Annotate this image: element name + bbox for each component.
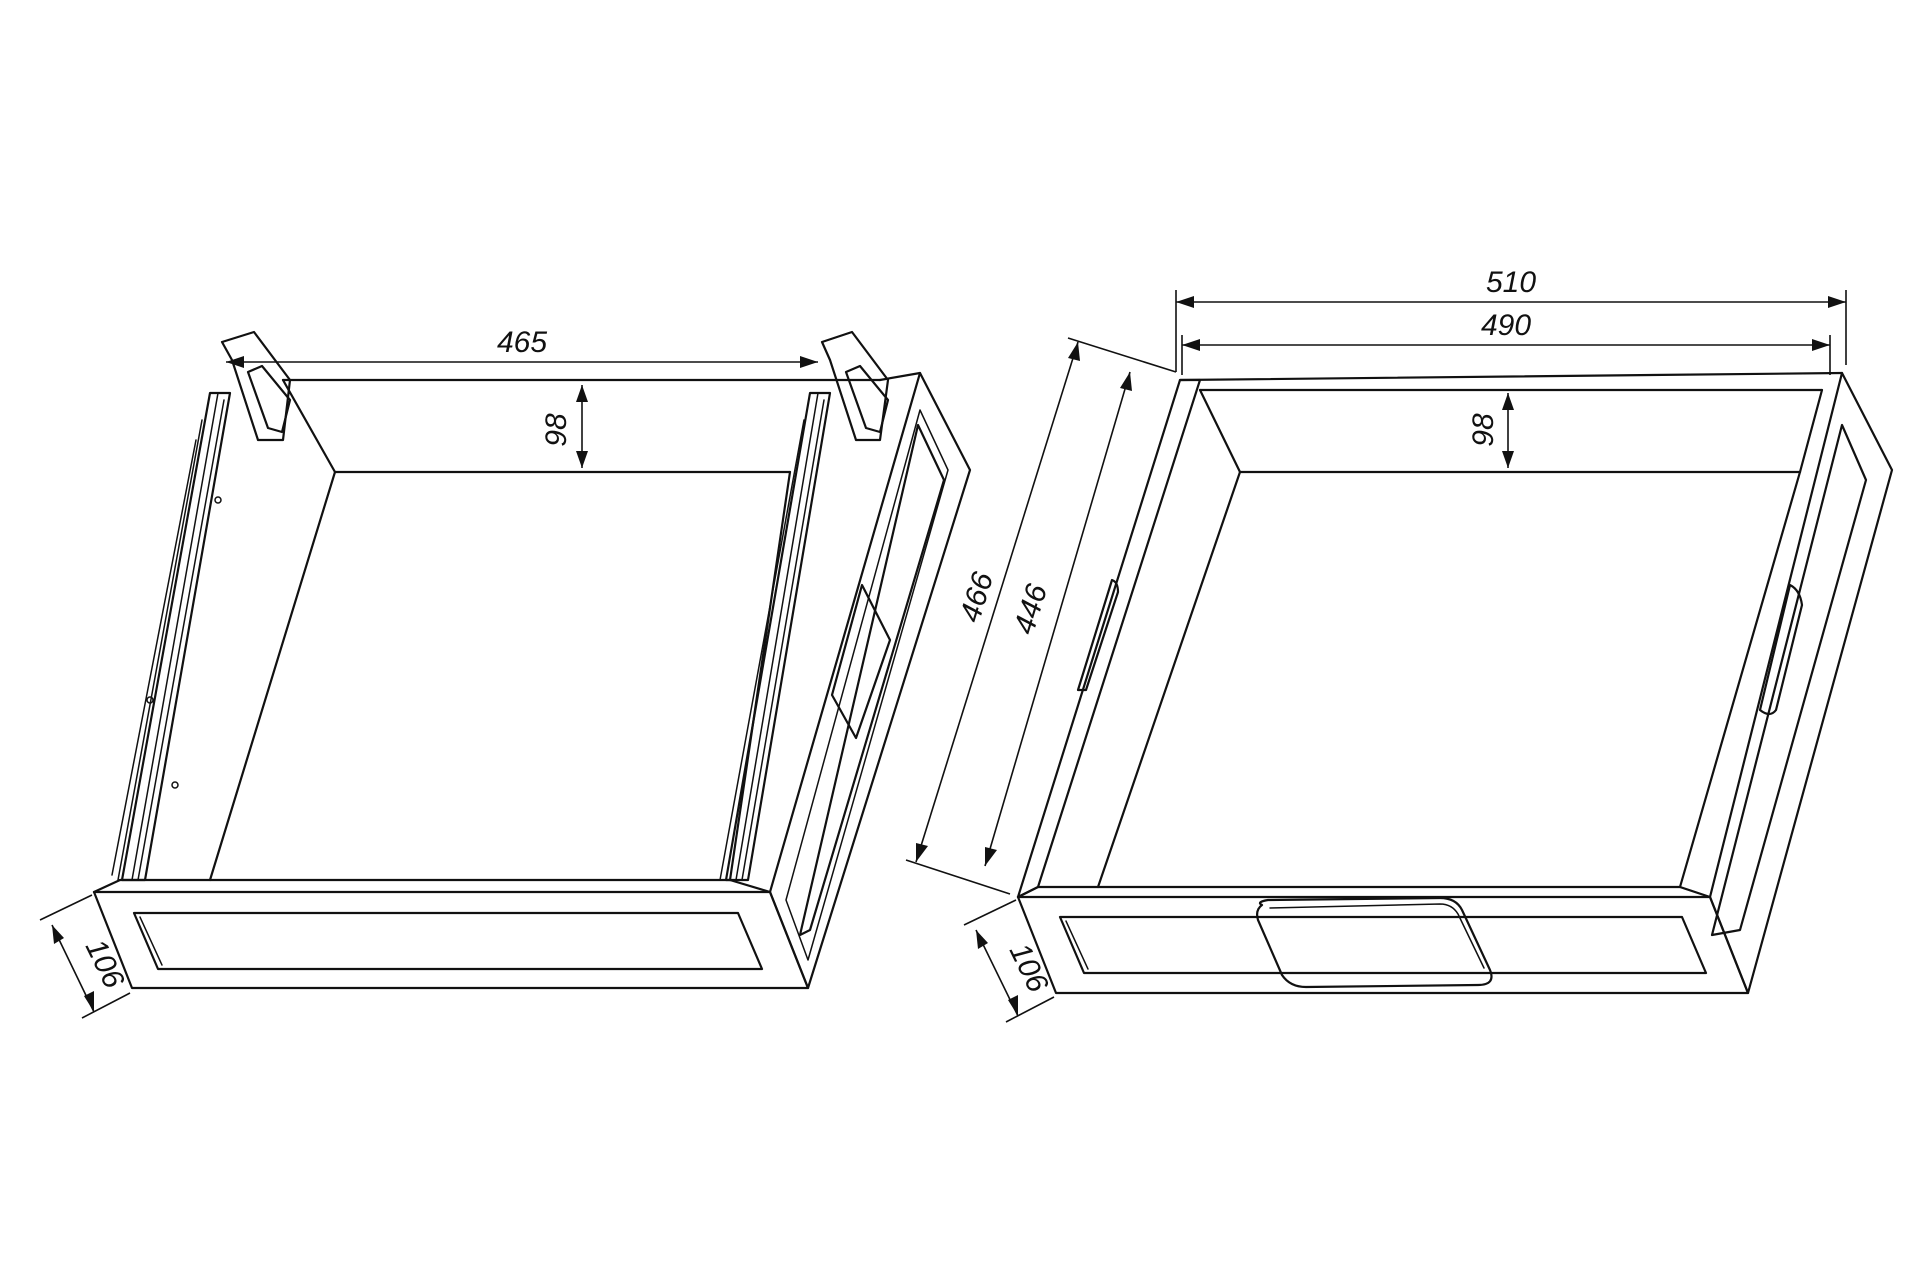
right-drawer-left-side bbox=[1016, 378, 1202, 899]
dim-right-front-height: 106 bbox=[963, 899, 1055, 1023]
right-drawer-front-handle bbox=[1256, 896, 1493, 989]
dim-left-width: 465 bbox=[226, 326, 818, 368]
dim-left-side-height: 98 bbox=[540, 385, 588, 468]
dim-left-width-label: 465 bbox=[497, 326, 547, 359]
left-drawer-front-recess bbox=[132, 911, 764, 971]
right-drawer-side-handle bbox=[1758, 583, 1804, 716]
left-drawer: 465 98 106 bbox=[39, 326, 972, 1019]
left-drawer-side-handle bbox=[830, 583, 892, 740]
left-drawer-front-panel bbox=[92, 890, 810, 990]
dim-right-inner-width: 490 bbox=[1181, 309, 1831, 375]
right-drawer-right-side bbox=[1708, 371, 1894, 995]
dim-right-outer-depth: 466 bbox=[905, 337, 1177, 895]
left-runner bbox=[111, 330, 292, 882]
right-drawer-side-window bbox=[1710, 423, 1868, 937]
right-drawer-left-handle bbox=[1076, 578, 1120, 692]
dim-left-side-height-label: 98 bbox=[540, 413, 573, 447]
dim-right-outer-depth-label: 466 bbox=[954, 568, 1000, 626]
left-drawer-side-window bbox=[798, 423, 946, 937]
dim-right-outer-width-label: 510 bbox=[1486, 266, 1536, 299]
dim-right-inner-width-label: 490 bbox=[1481, 309, 1531, 342]
dim-right-outer-width: 510 bbox=[1175, 266, 1847, 372]
right-drawer-front-recess bbox=[1058, 915, 1708, 975]
dim-left-front-height-label: 106 bbox=[79, 934, 131, 994]
left-drawer-right-side bbox=[768, 371, 972, 990]
dim-right-front-height-label: 106 bbox=[1003, 938, 1055, 998]
dim-right-side-height-label: 98 bbox=[1467, 413, 1500, 447]
right-drawer-front-panel bbox=[1016, 895, 1750, 995]
dim-right-side-height: 98 bbox=[1467, 393, 1514, 468]
dim-right-inner-depth-label: 446 bbox=[1008, 580, 1054, 638]
right-drawer: 510 490 98 466 bbox=[905, 266, 1894, 1023]
dim-left-front-height: 106 bbox=[39, 894, 131, 1019]
right-runner bbox=[719, 330, 890, 882]
